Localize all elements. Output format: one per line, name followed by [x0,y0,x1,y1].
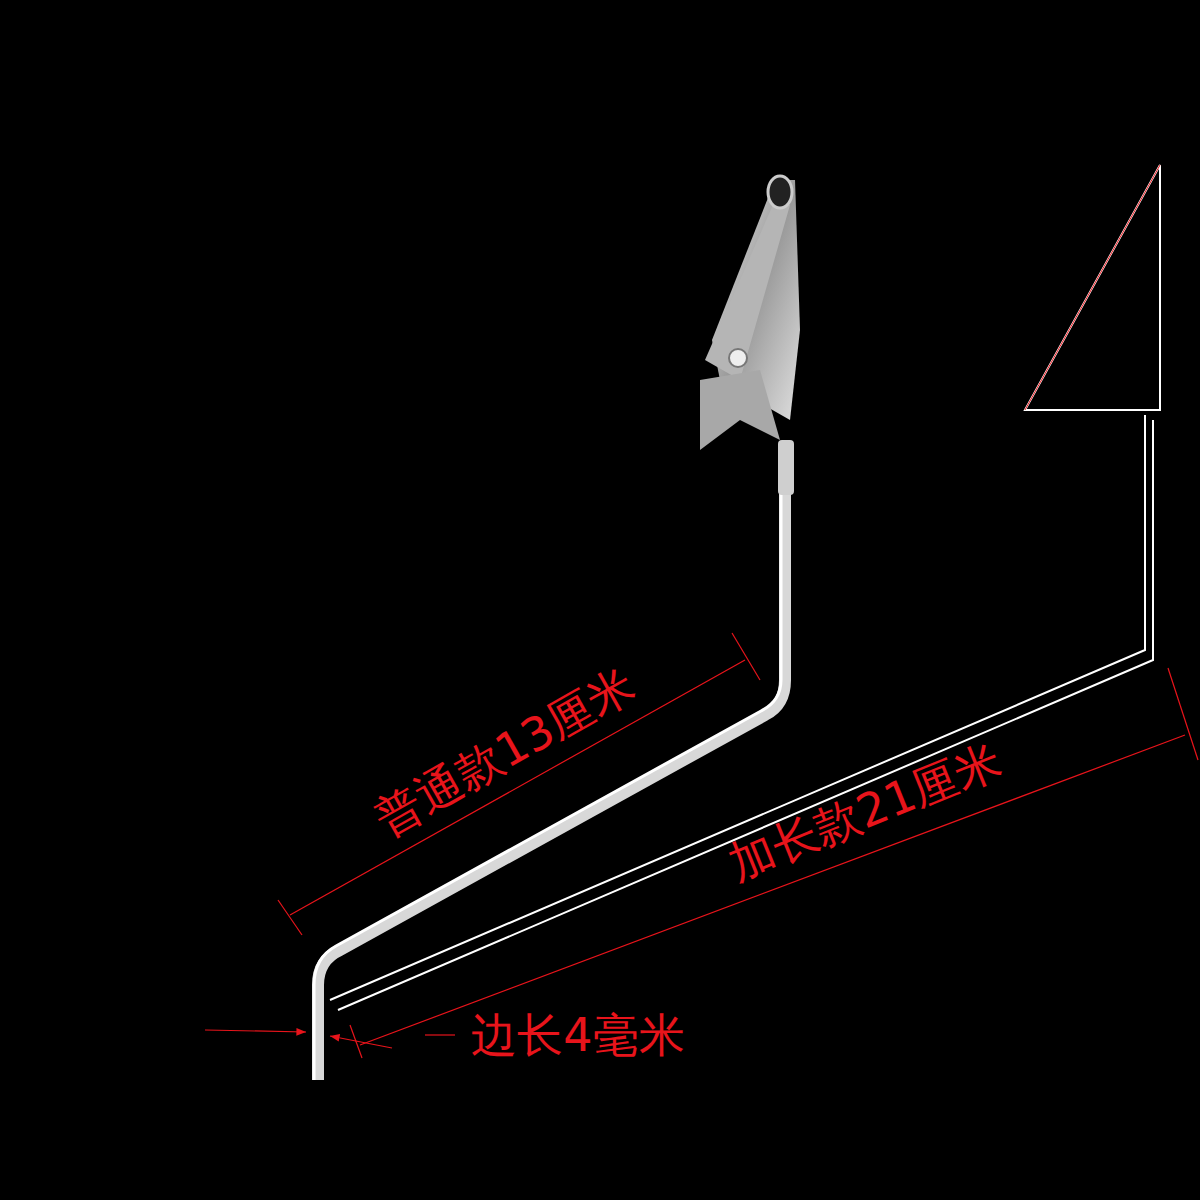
metal-bar [318,450,785,1080]
dimension-label: 普通款13厘米 [367,659,643,845]
bar-highlight [314,450,781,1080]
dimension-lines [205,633,1198,1058]
dimension-label: 边长4毫米 [471,1010,684,1061]
clip [700,176,800,495]
red-guide [1025,165,1160,410]
dimension-label: 加长款21厘米 [722,734,1008,889]
